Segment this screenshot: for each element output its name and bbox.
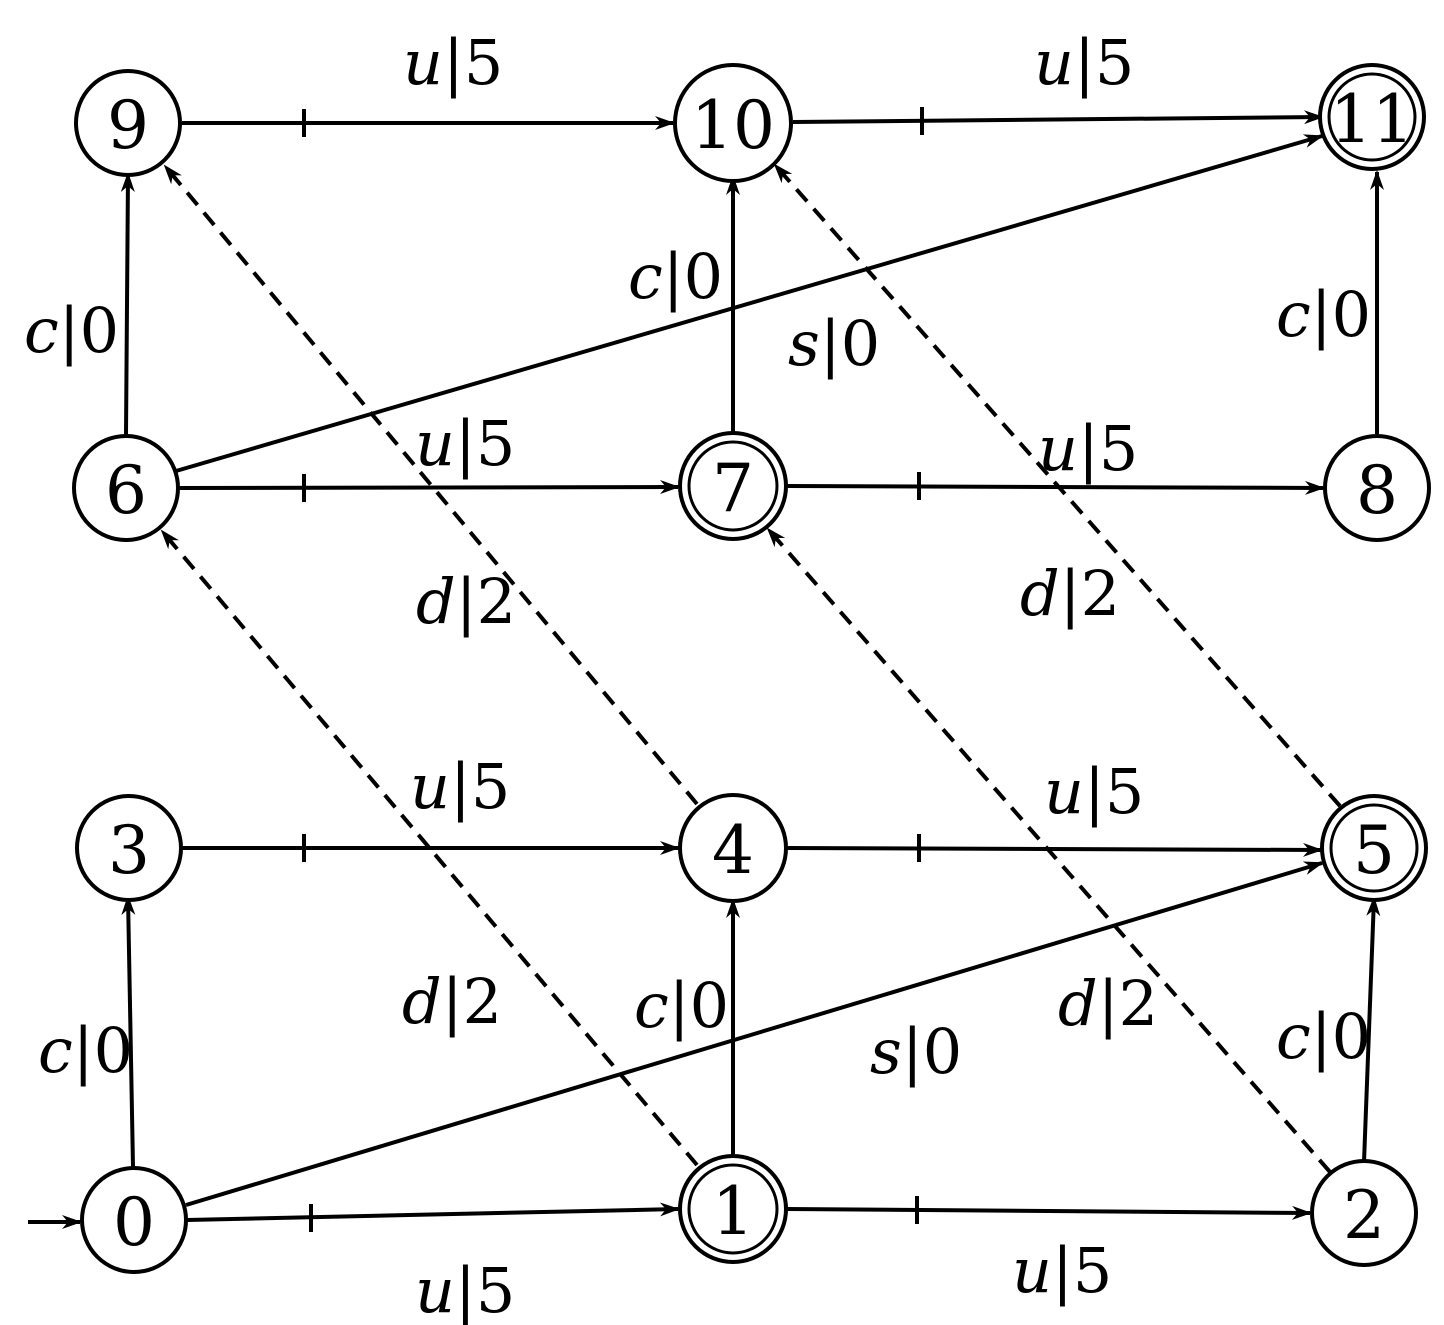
edge-label-3-4: u|5: [410, 750, 510, 823]
state-2: 2: [1310, 1159, 1418, 1267]
edge-4-9: [163, 164, 699, 806]
state-label: 10: [691, 87, 775, 164]
state-3: 3: [75, 794, 183, 902]
state-1-accepting: 1: [678, 1154, 788, 1264]
edge-label-7-10: c|0: [628, 240, 723, 313]
state-label: 11: [1330, 81, 1414, 158]
edge-label-4-5: u|5: [1044, 755, 1144, 828]
state-7-accepting: 7: [678, 431, 788, 541]
edge-label-9-10: u|5: [403, 26, 503, 99]
edge-0-5: [185, 861, 1324, 1207]
state-label: 2: [1343, 1177, 1385, 1254]
state-label: 3: [108, 812, 150, 889]
state-label: 8: [1356, 452, 1398, 529]
state-label: 0: [113, 1184, 155, 1261]
edge-label-7-8: u|5: [1038, 412, 1138, 485]
state-10: 10: [673, 63, 793, 183]
edge-2-5: [1362, 896, 1381, 1163]
state-label: 9: [107, 87, 149, 164]
edge-label-6-7: u|5: [415, 407, 515, 480]
edge-label-6-9: c|0: [24, 294, 119, 367]
edge-label-10-11: u|5: [1034, 26, 1134, 99]
edges-layer: [28, 107, 1384, 1232]
state-8: 8: [1323, 434, 1431, 542]
edge-1-6: [160, 529, 699, 1167]
edge-7-8: [786, 480, 1325, 495]
state-0: 0: [80, 1166, 188, 1274]
edge-label-1-6: d|2: [402, 965, 502, 1038]
edge-1-2: [786, 1205, 1312, 1220]
edge-label-0-1: u|5: [415, 1254, 515, 1325]
state-5-accepting: 5: [1320, 794, 1428, 902]
state-label: 7: [712, 450, 754, 527]
edge-6-7: [176, 480, 680, 495]
state-label: 6: [105, 452, 147, 529]
state-label: 5: [1353, 812, 1395, 889]
edge-label-4-9: d|2: [416, 565, 516, 638]
edge-labels-layer: u|5 u|5 c|0 c|0 c|0 s|0 d|2 d|2 u|5 u|5 …: [24, 26, 1371, 1325]
edge-label-2-5: c|0: [1276, 1000, 1371, 1073]
state-label: 4: [712, 812, 754, 889]
edge-label-6-11: s|0: [788, 307, 880, 380]
edge-label-8-11: c|0: [1276, 278, 1371, 351]
edge-10-11: [792, 110, 1324, 125]
edge-label-1-2: u|5: [1012, 1234, 1112, 1307]
edge-0-3: [121, 895, 136, 1168]
state-6: 6: [72, 434, 180, 542]
edge-4-5: [786, 842, 1323, 857]
edge-label-2-7: d|2: [1058, 967, 1158, 1040]
nodes-layer: 0 1 2 3 4 5 6 7: [72, 63, 1431, 1274]
edge-6-11: [175, 134, 1324, 473]
edge-6-9: [120, 172, 135, 435]
edge-label-0-3: c|0: [38, 1014, 133, 1087]
state-9: 9: [74, 69, 182, 177]
state-11-accepting: 11: [1318, 63, 1426, 171]
edge-label-5-10: d|2: [1020, 557, 1120, 630]
edge-0-1: [186, 1202, 680, 1222]
edge-label-0-5: s|0: [870, 1015, 962, 1088]
state-4: 4: [678, 793, 788, 903]
edge-label-1-4: c|0: [634, 969, 729, 1042]
state-label: 1: [712, 1173, 754, 1250]
